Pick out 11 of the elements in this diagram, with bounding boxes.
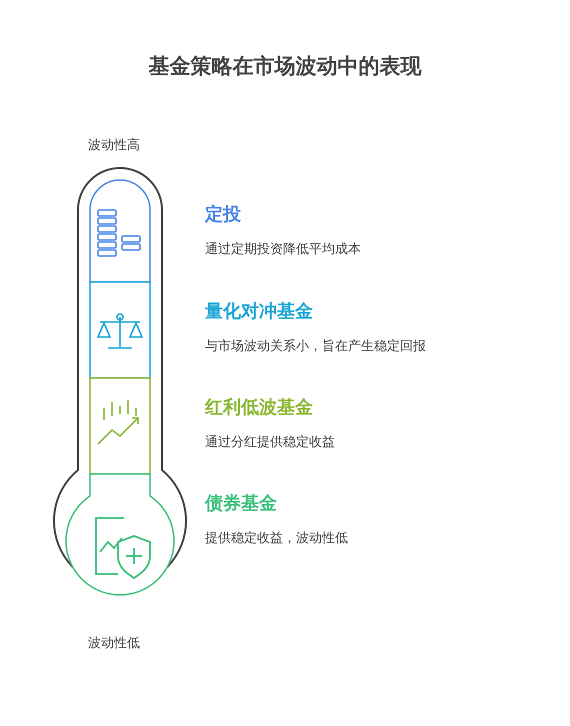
strategy-heading: 量化对冲基金 — [205, 300, 314, 323]
title: 基金策略在市场波动中的表现 — [148, 53, 422, 80]
strategy-description: 通过定期投资降低平均成本 — [205, 241, 362, 258]
strategy-description: 通过分红提供稳定收益 — [205, 434, 336, 451]
scale-label: 波动性高 — [88, 137, 140, 154]
strategy-description: 与市场波动关系小，旨在产生稳定回报 — [205, 338, 427, 355]
strategy-heading: 红利低波基金 — [205, 396, 314, 419]
strategy-description: 提供稳定收益，波动性低 — [205, 530, 349, 547]
strategy-heading: 定投 — [205, 203, 242, 226]
strategy-heading: 债券基金 — [205, 492, 278, 515]
scale-label: 波动性低 — [88, 635, 140, 652]
